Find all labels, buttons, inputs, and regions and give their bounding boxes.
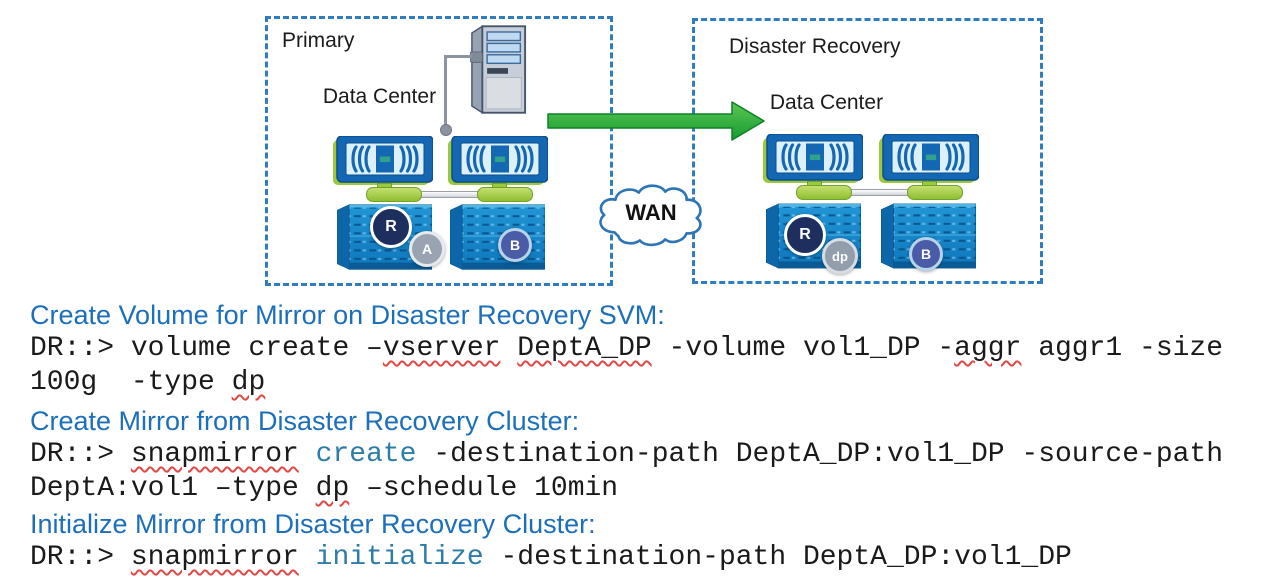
command-text: DR::> xyxy=(30,542,131,573)
primary-volume-b-badge: B xyxy=(498,228,532,262)
storage-controller-icon xyxy=(763,134,863,184)
misspelled-token: snapmirror xyxy=(130,439,299,470)
dr-datacenter-title: Disaster Recovery Data Center xyxy=(729,33,901,117)
command-text: -destination-path DeptA_DP:vol1_DP xyxy=(483,542,1072,573)
misspelled-token: aggr xyxy=(954,333,1022,364)
dr-root-volume-badge: R xyxy=(784,214,826,256)
server-connector-line-vertical xyxy=(444,55,447,127)
command-text: -destination-path DeptA_DP:vol1_DP -sour… xyxy=(416,439,1224,470)
command-text xyxy=(500,333,517,364)
primary-datacenter-title: Primary Data Center xyxy=(282,27,436,111)
misspelled-token: DeptA_DP xyxy=(517,333,652,364)
storage-controller-icon xyxy=(448,136,548,186)
misspelled-token: dp xyxy=(315,473,350,504)
ha-interconnect-left xyxy=(796,185,852,200)
dr-dp-volume-badge: dp xyxy=(822,238,858,274)
command-line: DR::> snapmirror create -destination-pat… xyxy=(30,438,1278,472)
primary-datacenter-box xyxy=(265,16,613,286)
ha-interconnect-left xyxy=(366,187,422,202)
dr-volume-b-badge: B xyxy=(909,237,943,271)
command-line: DR::> volume create –vserver DeptA_DP -v… xyxy=(30,332,1278,366)
misspelled-token: snapmirror xyxy=(130,542,299,573)
command-text: –schedule 10min xyxy=(349,473,619,504)
command-text: aggr1 -size xyxy=(1021,333,1224,364)
badge-label: B xyxy=(509,237,521,253)
command-text: 100g -type xyxy=(30,367,232,398)
command-line: DeptA:vol1 –type dp –schedule 10min xyxy=(30,472,1278,506)
replication-arrow-icon xyxy=(547,101,765,141)
badge-label: dp xyxy=(832,248,848,264)
command-text: DR::> xyxy=(30,439,131,470)
primary-root-volume-badge: R xyxy=(370,206,412,248)
command-verb: create xyxy=(315,439,417,470)
dr-title-line2: Data Center xyxy=(769,91,884,114)
dr-datacenter-box xyxy=(692,18,1043,284)
server-connector-dot xyxy=(440,124,452,136)
wan-label: WAN xyxy=(590,183,712,243)
command-text: -volume vol1_DP - xyxy=(651,333,955,364)
wan-text: WAN xyxy=(625,200,677,225)
misspelled-token: vserver xyxy=(382,333,501,364)
misspelled-token: dp xyxy=(231,367,266,398)
section-heading-initialize-mirror: Initialize Mirror from Disaster Recovery… xyxy=(30,509,596,539)
ha-interconnect-right xyxy=(907,185,963,200)
command-instructions: Create Volume for Mirror on Disaster Rec… xyxy=(30,299,1278,575)
command-text xyxy=(299,542,316,573)
storage-controller-icon xyxy=(879,134,979,184)
primary-volume-a-badge: A xyxy=(409,231,445,267)
ha-interconnect-right xyxy=(477,187,533,202)
disk-shelf-icon xyxy=(450,203,545,271)
dr-title-line1: Disaster Recovery xyxy=(729,35,901,58)
badge-label: R xyxy=(385,218,397,235)
command-verb: initialize xyxy=(315,542,484,573)
command-text xyxy=(299,439,316,470)
section-heading-create-mirror: Create Mirror from Disaster Recovery Clu… xyxy=(30,406,580,436)
command-line: DR::> snapmirror initialize -destination… xyxy=(30,541,1278,575)
badge-label: A xyxy=(421,241,433,257)
command-text: DR::> volume create – xyxy=(30,333,383,364)
storage-controller-icon xyxy=(333,136,433,186)
server-icon xyxy=(470,23,527,116)
command-text: DeptA:vol1 –type xyxy=(30,473,316,504)
server-connector-line-horizontal xyxy=(444,55,472,58)
primary-title-line1: Primary xyxy=(282,29,355,52)
badge-label: B xyxy=(920,246,932,262)
command-line: 100g -type dp xyxy=(30,366,1278,400)
section-heading-create-volume: Create Volume for Mirror on Disaster Rec… xyxy=(30,300,665,330)
primary-title-line2: Data Center xyxy=(322,85,437,108)
badge-label: R xyxy=(799,226,811,243)
